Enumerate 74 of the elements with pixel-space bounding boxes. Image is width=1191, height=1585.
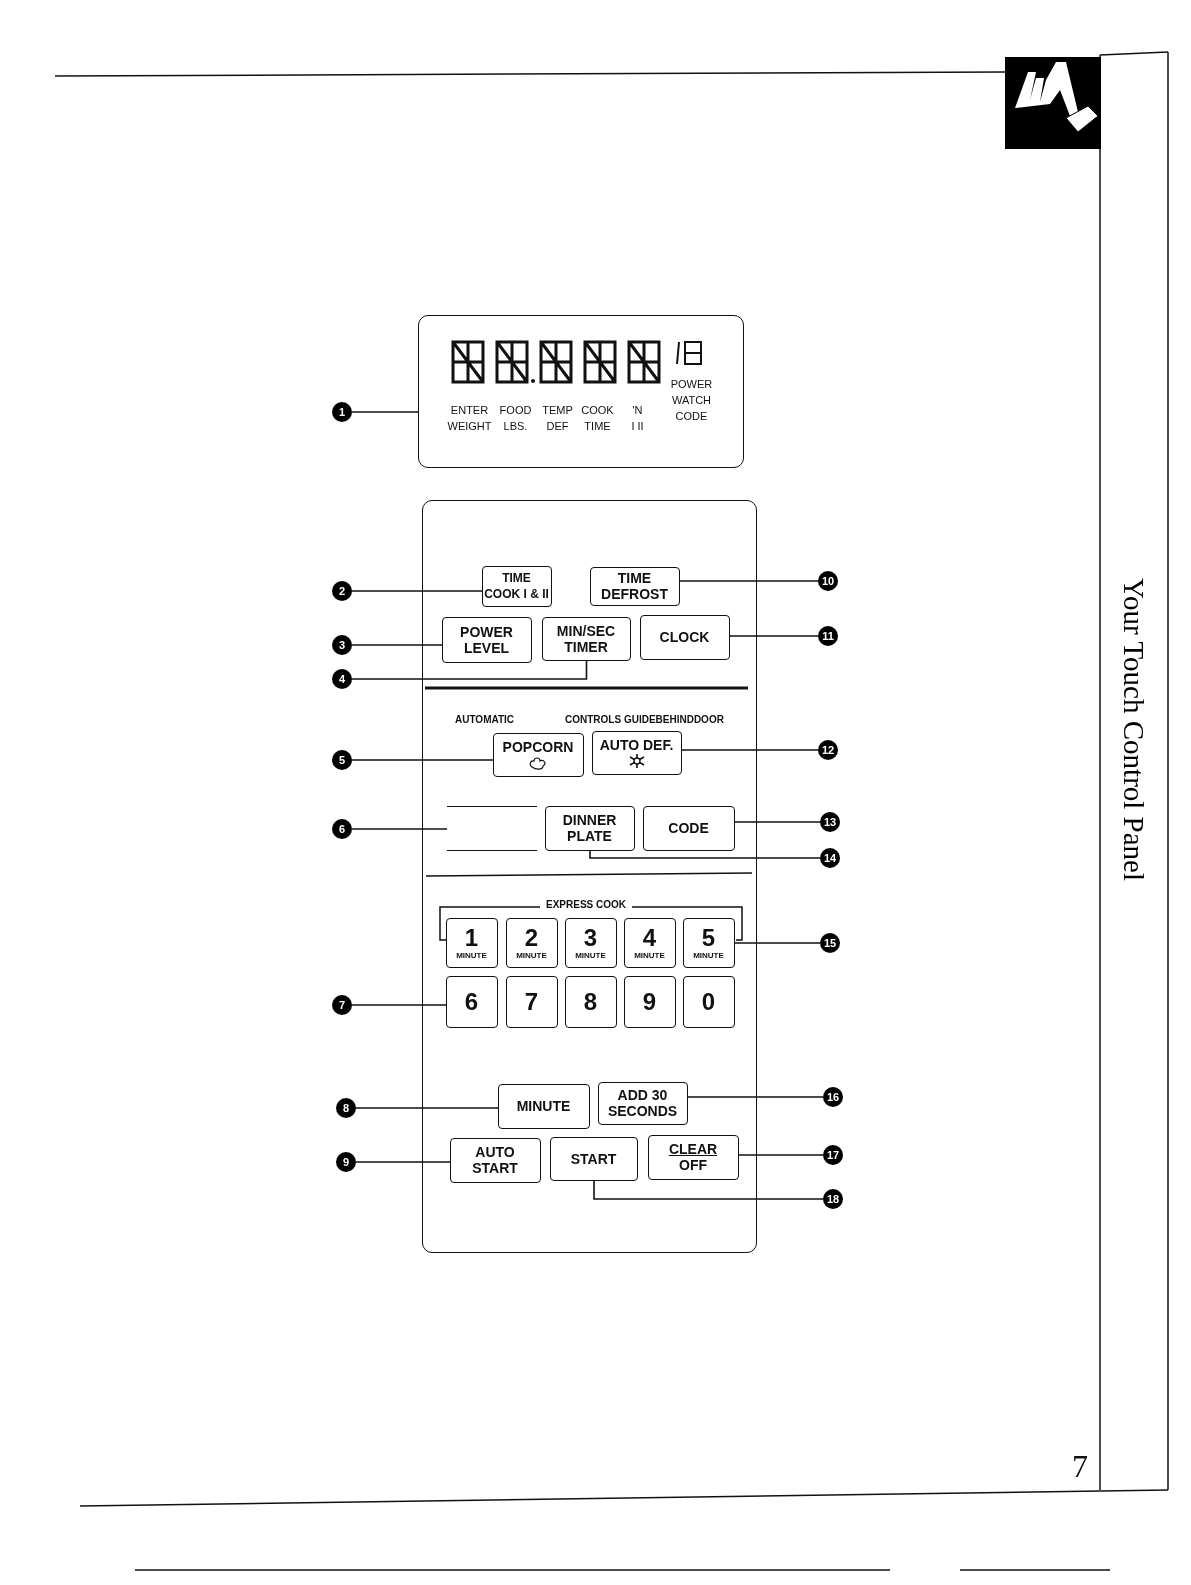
leader-line <box>687 1096 824 1098</box>
leader-line <box>734 821 821 823</box>
minute-key: MINUTE <box>497 1083 590 1129</box>
leader-line <box>589 850 821 859</box>
callout-number: 11 <box>818 626 838 646</box>
clock-key: CLOCK <box>639 614 730 660</box>
code-key: CODE <box>642 805 735 851</box>
popcorn-key: POPCORN <box>492 732 584 777</box>
callout-number: 4 <box>332 669 352 689</box>
time-defrost-key: TIME DEFROST <box>589 566 680 606</box>
callout-number: 9 <box>336 1152 356 1172</box>
callout-number: 6 <box>332 819 352 839</box>
leader-line <box>355 1161 451 1163</box>
number-key: 8 <box>564 975 617 1028</box>
heading-text: EXPRESS COOK <box>546 899 627 910</box>
callout-number: 7 <box>332 995 352 1015</box>
number-key: 7 <box>505 975 558 1028</box>
leader-line <box>681 749 819 751</box>
callout-number: 14 <box>820 848 840 868</box>
callout-number: 12 <box>818 740 838 760</box>
page-title: Your Touch Control Panel <box>1117 578 1150 882</box>
page-number: 7 <box>1072 1448 1088 1485</box>
clear-off-key: CLEAR OFF <box>647 1134 739 1180</box>
leader-line <box>351 1004 447 1006</box>
number-key: 1 MINUTE <box>445 917 498 968</box>
leader-line <box>351 411 419 413</box>
indicator-label: POWER WATCH CODE <box>669 376 714 424</box>
number-key: 3 MINUTE <box>564 917 617 968</box>
number-key: 6 <box>445 975 498 1028</box>
number-key: 2 MINUTE <box>505 917 558 968</box>
callout-number: 8 <box>336 1098 356 1118</box>
number-key: 4 MINUTE <box>623 917 676 968</box>
power-level-key: POWER LEVEL <box>441 616 532 663</box>
callout-number: 1 <box>332 402 352 422</box>
add-seconds-key: ADD 30 SECONDS <box>597 1081 688 1125</box>
callout-number: 3 <box>332 635 352 655</box>
indicator-label: 'N I II <box>630 402 645 434</box>
start-key: START <box>549 1136 638 1181</box>
heading-text: AUTOMATIC <box>455 714 515 725</box>
callout-number: 16 <box>823 1087 843 1107</box>
leader-line <box>351 644 443 646</box>
callout-number: 18 <box>823 1189 843 1209</box>
blank-key-slot <box>446 805 537 851</box>
number-key: 0 <box>682 975 735 1028</box>
callout-number: 13 <box>820 812 840 832</box>
indicator-label: FOOD LBS. <box>498 402 533 434</box>
leader-line <box>729 635 819 637</box>
leader-line <box>738 1154 824 1156</box>
auto-start-key: AUTO START <box>449 1137 541 1183</box>
callout-number: 2 <box>332 581 352 601</box>
callout-number: 15 <box>820 933 840 953</box>
display-window <box>418 315 744 468</box>
number-key: 9 <box>623 975 676 1028</box>
time-cook-key: TIME COOK I & II <box>481 565 552 607</box>
leader-line <box>351 590 483 592</box>
leader-line <box>355 1107 499 1109</box>
indicator-label: ENTER WEIGHT <box>446 402 493 434</box>
indicator-label: TEMP DEF <box>541 402 574 434</box>
leader-line <box>351 660 588 680</box>
control-panel <box>422 500 757 1253</box>
number-key: 5 MINUTE <box>682 917 735 968</box>
leader-line <box>351 828 448 830</box>
auto-defrost-key: AUTO DEF. <box>591 730 682 775</box>
callout-number: 10 <box>818 571 838 591</box>
timer-key: MIN/SEC TIMER <box>541 616 631 661</box>
callout-number: 17 <box>823 1145 843 1165</box>
leader-line <box>679 580 819 582</box>
heading-text: CONTROLS GUIDEBEHINDDOOR <box>565 714 724 725</box>
leader-line <box>351 759 494 761</box>
dinner-plate-key: DINNER PLATE <box>544 805 635 851</box>
leader-line <box>593 1180 824 1200</box>
indicator-label: COOK TIME <box>580 402 615 434</box>
leader-line <box>734 942 821 944</box>
callout-number: 5 <box>332 750 352 770</box>
